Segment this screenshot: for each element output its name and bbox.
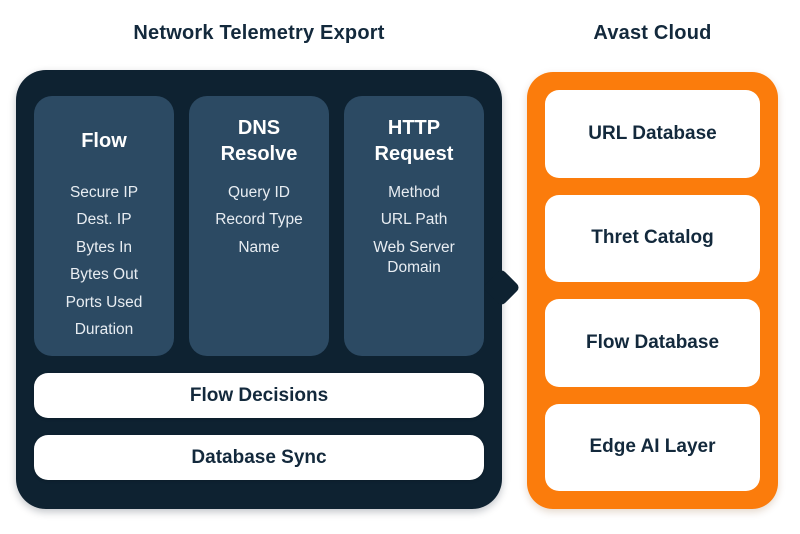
telemetry-panel: Flow Secure IP Dest. IP Bytes In Bytes O… [16, 70, 502, 509]
list-item: URL Path [380, 211, 448, 229]
card-url-database: URL Database [545, 90, 760, 178]
card-thret-catalog: Thret Catalog [545, 194, 760, 282]
card-flow-database: Flow Database [545, 299, 760, 387]
list-item: Web Server Domain [373, 238, 455, 277]
cloud-panel: URL Database Thret Catalog Flow Database… [527, 72, 778, 509]
telemetry-title: Network Telemetry Export [133, 22, 385, 44]
list-item: Method [388, 184, 440, 201]
column-http-request-items: Method URL Path Web Server Domain [344, 183, 484, 279]
column-flow: Flow Secure IP Dest. IP Bytes In Bytes O… [34, 96, 174, 356]
list-item: Dest. IP [76, 211, 132, 229]
list-item: Bytes Out [69, 266, 139, 284]
column-http-request-header: HTTP Request [374, 117, 454, 165]
list-item: Query ID [227, 184, 290, 201]
telemetry-columns: Flow Secure IP Dest. IP Bytes In Bytes O… [34, 96, 484, 356]
list-item: Duration [74, 321, 134, 339]
list-item: Secure IP [69, 184, 139, 201]
list-item: Record Type [215, 211, 303, 229]
list-item: Bytes In [76, 238, 132, 256]
list-item: Ports Used [65, 293, 143, 311]
flow-decisions-bar: Flow Decisions [34, 373, 484, 418]
column-dns-resolve: DNS Resolve Query ID Record Type Name [189, 96, 329, 356]
database-sync-bar: Database Sync [34, 435, 484, 480]
card-edge-ai-layer: Edge AI Layer [545, 403, 760, 491]
column-http-request: HTTP Request Method URL Path Web Server … [344, 96, 484, 356]
column-dns-resolve-items: Query ID Record Type Name [189, 183, 329, 258]
column-flow-header: Flow [81, 130, 127, 153]
column-flow-items: Secure IP Dest. IP Bytes In Bytes Out Po… [34, 183, 174, 341]
cloud-title: Avast Cloud [593, 22, 712, 44]
list-item: Name [238, 238, 280, 256]
column-dns-resolve-header: DNS Resolve [220, 117, 298, 165]
